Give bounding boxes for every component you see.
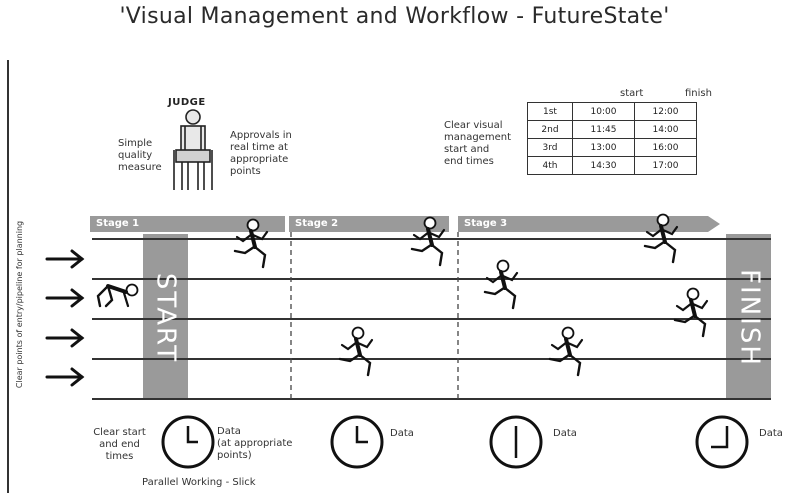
arrow-right-icon xyxy=(45,367,85,387)
times-table: 1st 10:00 12:00 2nd 11:45 14:00 3rd 13:0… xyxy=(527,102,697,175)
track-lanes xyxy=(92,238,771,400)
clock-icon xyxy=(161,415,215,469)
runner-icon xyxy=(673,286,709,338)
approvals-note: Approvals in real time at appropriate po… xyxy=(230,130,310,178)
note-line: Approvals in xyxy=(230,130,292,141)
note-line: (at appropriate xyxy=(217,438,293,449)
note-line: end times xyxy=(444,156,494,167)
table-row: 4th 14:30 17:00 xyxy=(527,156,697,175)
finish-post xyxy=(726,234,771,400)
data-label: Data xyxy=(759,428,783,439)
start-post xyxy=(143,234,188,400)
runner-icon xyxy=(233,217,269,269)
page-title: 'Visual Management and Workflow - Future… xyxy=(119,4,670,29)
stage-1-bar: Stage 1 xyxy=(90,216,285,232)
finish-header: finish xyxy=(685,88,712,99)
arrow-right-icon xyxy=(45,288,85,308)
visual-management-note: Clear visual management start and end ti… xyxy=(444,120,524,168)
note-line: appropriate xyxy=(230,154,289,165)
quality-measure-note: Simple quality measure xyxy=(118,138,178,174)
note-line: measure xyxy=(118,162,162,173)
runner-icon xyxy=(410,215,446,267)
note-line: real time at xyxy=(230,142,288,153)
note-line: points) xyxy=(217,450,252,461)
row-label: 4th xyxy=(527,156,573,175)
left-border-line xyxy=(7,60,9,493)
judge-label: JUDGE xyxy=(168,97,206,108)
finish-label: FINISH xyxy=(735,269,765,367)
note-line: management xyxy=(444,132,511,143)
table-row: 2nd 11:45 14:00 xyxy=(527,120,697,139)
note-line: Clear start xyxy=(93,427,146,438)
judge-figure-icon xyxy=(173,109,213,190)
stage-2-bar: Stage 2 xyxy=(289,216,449,232)
stage-arrow-head xyxy=(708,216,720,232)
note-line: points xyxy=(230,166,261,177)
finish-cell: 17:00 xyxy=(634,156,697,175)
clock-icon xyxy=(489,415,543,469)
crouching-runner-icon xyxy=(96,282,140,308)
table-row: 1st 10:00 12:00 xyxy=(527,102,697,121)
note-line: Simple xyxy=(118,138,153,149)
start-label: START xyxy=(151,273,181,363)
clock-icon xyxy=(330,415,384,469)
stage-3-bar: Stage 3 xyxy=(458,216,708,232)
data-label: Data xyxy=(390,428,414,439)
data-appropriate-note: Data (at appropriate points) xyxy=(217,426,292,462)
note-line: Data xyxy=(217,426,241,437)
clock-icon xyxy=(695,415,749,469)
note-line: and end xyxy=(99,439,140,450)
start-header: start xyxy=(620,88,644,99)
data-label: Data xyxy=(553,428,577,439)
footer-note: Parallel Working - Slick xyxy=(142,477,256,488)
runner-icon xyxy=(338,325,374,377)
runner-icon xyxy=(483,258,519,310)
note-line: start and xyxy=(444,144,490,155)
arrow-right-icon xyxy=(45,328,85,348)
clear-start-end-note: Clear start and end times xyxy=(87,427,152,463)
runner-icon xyxy=(548,325,584,377)
arrow-right-icon xyxy=(45,249,85,269)
note-line: quality xyxy=(118,150,153,161)
note-line: Clear visual xyxy=(444,120,503,131)
note-line: times xyxy=(105,451,134,462)
